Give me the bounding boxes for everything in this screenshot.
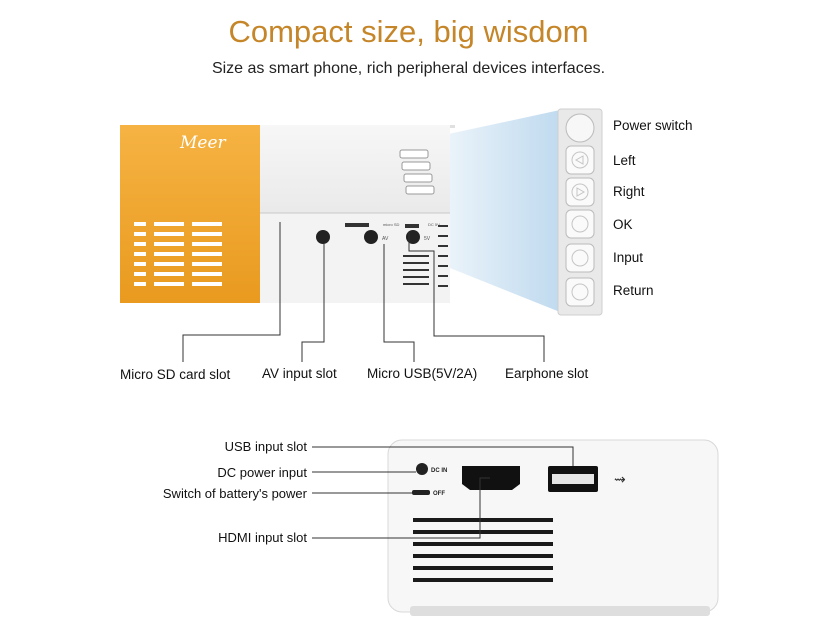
port-text-dc: DC 5V [428,222,440,227]
device-port-1 [316,230,330,244]
top-projector: Meer micro SD AV DC 5V 5V [120,125,455,303]
power-switch-label: Power switch [613,118,693,133]
device-top-buttons [399,149,435,195]
bottom-vents [413,518,553,582]
input-button-label: Input [613,250,644,265]
device-av-port [364,230,378,244]
input-icon [571,249,589,267]
dc-power-label: DC power input [217,465,307,480]
power-button-icon [565,113,595,143]
port-text-av: AV [382,236,389,242]
earphone-label: Earphone slot [505,366,589,381]
page-subtitle: Size as smart phone, rich peripheral dev… [211,60,606,77]
side-vents [134,222,222,286]
bottom-callout-lines [312,446,574,539]
micro-sd-label: Micro SD card slot [120,367,231,382]
battery-switch-text: OFF [433,491,445,497]
hdmi-input-label: HDMI input slot [218,530,307,545]
port-text-5v: 5V [424,236,431,242]
device-vents [403,225,448,287]
top-callout-lines [182,222,545,362]
device-sd-slot [345,223,369,227]
brand-logo: Meer [179,133,227,153]
usb-symbol-icon: ⇝ [614,471,626,487]
button-panel [557,108,603,316]
device-usb-port [405,224,419,228]
dc-port [416,463,428,475]
usb-input-label: USB input slot [224,439,307,454]
return-icon [571,283,589,301]
dc-port-text: DC IN [431,468,447,474]
battery-switch-label: Switch of battery's power [162,486,307,501]
ok-button-label: OK [613,217,633,232]
micro-usb-label: Micro USB(5V/2A) [367,366,478,381]
left-button-label: Left [613,153,636,168]
hdmi-port [462,466,520,490]
triangle-right-icon [576,187,586,197]
battery-switch [412,490,430,495]
right-button-label: Right [613,184,645,199]
av-input-label: AV input slot [262,366,337,381]
projection-beam [430,110,560,312]
triangle-left-icon [574,155,584,165]
bottom-projector: DC IN OFF ⇝ [387,439,719,616]
return-button-label: Return [613,283,654,298]
device-earphone-port [406,230,420,244]
port-text-sd: micro SD [383,222,400,227]
ok-icon [571,215,589,233]
page-title: Compact size, big wisdom [228,14,589,49]
